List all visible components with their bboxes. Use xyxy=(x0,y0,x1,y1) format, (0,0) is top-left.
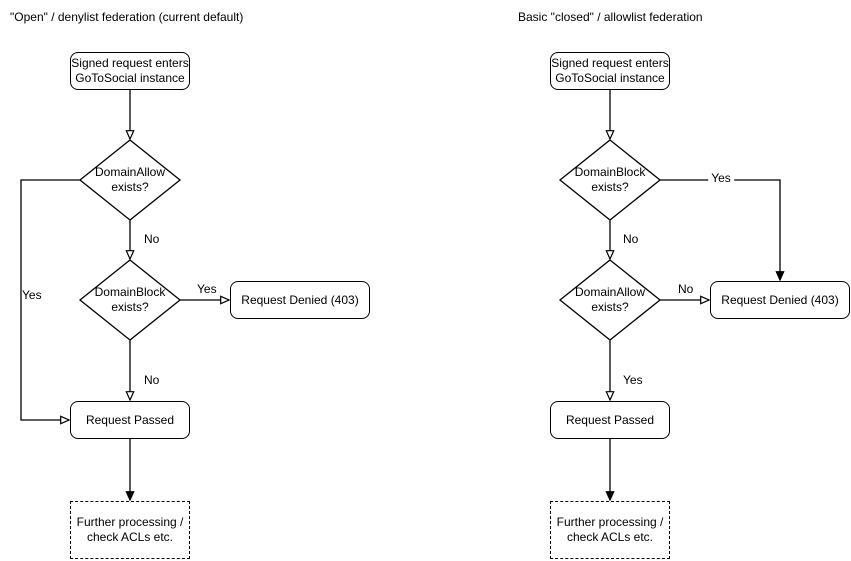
closed-node-request-denied: Request Denied (403) xyxy=(710,281,850,319)
open-label-decision1-yes: Yes xyxy=(22,288,42,302)
closed-label-decision2-no: No xyxy=(678,282,694,296)
closed-node-start: Signed request enters GoToSocial instanc… xyxy=(550,52,670,90)
open-decision1-diamond xyxy=(78,139,182,221)
closed-decision2-diamond xyxy=(558,259,662,341)
open-label-decision1-no: No xyxy=(144,232,160,246)
closed-node-decision-domainblock: DomainBlock exists? xyxy=(574,165,646,194)
closed-label-decision1-yes: Yes xyxy=(708,171,734,185)
closed-decision1-diamond xyxy=(558,139,662,221)
open-node-request-passed: Request Passed xyxy=(70,401,190,439)
open-node-decision-domainblock: DomainBlock exists? xyxy=(94,285,166,314)
open-decision2-diamond xyxy=(78,259,182,341)
open-label-decision2-no: No xyxy=(144,373,160,387)
open-node-decision-domainallow: DomainAllow exists? xyxy=(94,165,166,194)
closed-edge-decision1-yes xyxy=(660,179,780,280)
closed-label-decision2-yes: Yes xyxy=(623,373,643,387)
open-chart-title: "Open" / denylist federation (current de… xyxy=(10,10,244,24)
closed-node-further-processing: Further processing / check ACLs etc. xyxy=(550,501,670,559)
closed-label-decision1-no: No xyxy=(623,232,639,246)
closed-chart-title: Basic "closed" / allowlist federation xyxy=(518,10,703,24)
open-edge-decision1-yes-loop xyxy=(20,179,80,420)
open-node-request-denied: Request Denied (403) xyxy=(230,281,370,319)
closed-node-request-passed: Request Passed xyxy=(550,401,670,439)
open-node-further-processing: Further processing / check ACLs etc. xyxy=(70,501,190,559)
closed-node-decision-domainallow: DomainAllow exists? xyxy=(574,285,646,314)
open-node-start: Signed request enters GoToSocial instanc… xyxy=(70,52,190,90)
open-label-decision2-yes: Yes xyxy=(197,282,217,296)
